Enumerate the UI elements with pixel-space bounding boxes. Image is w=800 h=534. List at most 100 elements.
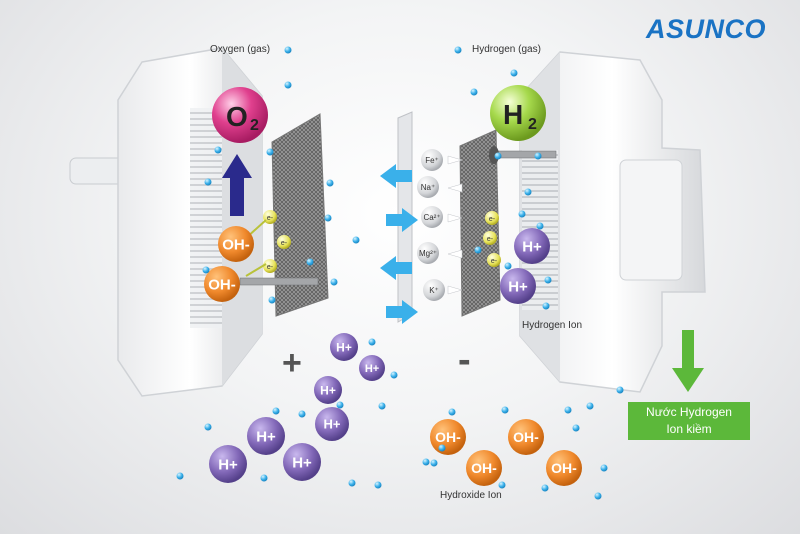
water-bubble bbox=[204, 178, 212, 186]
hydrogen-ion-label: H+ bbox=[320, 383, 336, 397]
water-bubble bbox=[541, 484, 549, 492]
minus-sign: - bbox=[458, 339, 471, 381]
water-bubble bbox=[214, 146, 222, 154]
water-bubble bbox=[202, 266, 210, 274]
mineral-ion-label: K⁺ bbox=[429, 286, 439, 295]
water-bubble bbox=[524, 188, 532, 196]
water-bubble bbox=[284, 81, 292, 89]
water-bubble bbox=[518, 210, 526, 218]
hydrogen-ion: H+ bbox=[314, 376, 342, 404]
electron-label: e- bbox=[267, 264, 274, 271]
water-bubble bbox=[616, 386, 624, 394]
cathode-hydrogen-ions: H+ H+ bbox=[500, 228, 550, 304]
result-line-1: Nước Hydrogen bbox=[646, 405, 732, 419]
plus-sign: + bbox=[282, 344, 302, 382]
hydrogen-ion-label: H+ bbox=[324, 417, 341, 432]
hydroxide-ion: OH- bbox=[508, 419, 544, 455]
mineral-ion: Ca²⁺ bbox=[421, 206, 443, 228]
hydrogen-ion-label: H+ bbox=[365, 363, 379, 375]
cathode-rod bbox=[495, 150, 557, 159]
water-bubble bbox=[544, 276, 552, 284]
water-bubble bbox=[572, 424, 580, 432]
water-bubbles bbox=[176, 46, 624, 500]
hydrogen-ion-label: H+ bbox=[218, 456, 238, 473]
water-bubble bbox=[272, 407, 280, 415]
oxygen-molecule: O 2 bbox=[212, 87, 268, 143]
brand-logo: ASUNCO bbox=[646, 14, 767, 44]
water-bubble bbox=[594, 492, 602, 500]
anode-hydroxide-ions: OH-OH- bbox=[204, 226, 254, 302]
hydrogen-ion-label: H+ bbox=[256, 428, 276, 445]
water-bubble bbox=[352, 236, 360, 244]
electron: e- bbox=[263, 259, 277, 273]
hydrogen-ion: H+ bbox=[247, 417, 285, 455]
anode-rod bbox=[239, 277, 319, 286]
water-bubble bbox=[474, 246, 482, 254]
water-bubble bbox=[374, 481, 382, 489]
hydrogen-ion: H+ bbox=[500, 268, 536, 304]
o2-symbol: O bbox=[226, 101, 248, 132]
hydrogen-ion-label: Hydrogen Ion bbox=[522, 320, 583, 331]
electron-label: e- bbox=[487, 236, 494, 243]
water-bubble bbox=[306, 258, 314, 266]
electron-label: e- bbox=[491, 258, 498, 265]
electron-label: e- bbox=[281, 240, 288, 247]
oxygen-up-arrow bbox=[222, 154, 252, 216]
hydrogen-ion-label: H+ bbox=[336, 340, 352, 354]
hydroxide-ion-label: OH- bbox=[513, 429, 539, 445]
hydroxide-ion-label: OH- bbox=[435, 429, 461, 445]
hydrogen-ion: H+ bbox=[330, 333, 358, 361]
water-bubble bbox=[448, 408, 456, 416]
water-bubble bbox=[470, 88, 478, 96]
hydrogen-ion-label: H+ bbox=[522, 238, 542, 255]
cathode-housing bbox=[519, 51, 706, 393]
electron: e- bbox=[483, 231, 497, 245]
electron: e- bbox=[485, 211, 499, 225]
electron-group: e-e-e-e-e-e- bbox=[245, 210, 501, 277]
electron-label: e- bbox=[267, 215, 274, 222]
hydroxide-ion: OH- bbox=[430, 419, 466, 455]
hydrogen-gas-label: Hydrogen (gas) bbox=[472, 44, 541, 55]
water-bubble bbox=[260, 474, 268, 482]
hydroxide-ion: OH- bbox=[546, 450, 582, 486]
water-bubble bbox=[504, 262, 512, 270]
water-bubble bbox=[536, 222, 544, 230]
hydrogen-ion-cluster: H+ H+ H+ H+ H+ H+ H+ bbox=[209, 333, 385, 483]
o2-subscript: 2 bbox=[250, 117, 259, 134]
water-bubble bbox=[298, 410, 306, 418]
water-bubble bbox=[534, 152, 542, 160]
electron: e- bbox=[263, 210, 277, 224]
mineral-ion: Na⁺ bbox=[417, 176, 439, 198]
water-bubble bbox=[348, 479, 356, 487]
result-line-2: Ion kiềm bbox=[666, 422, 712, 436]
hydrogen-molecule: H 2 bbox=[490, 85, 546, 141]
cathode-mesh bbox=[459, 129, 501, 317]
water-bubble bbox=[266, 148, 274, 156]
mineral-arrows bbox=[447, 155, 463, 295]
water-bubble bbox=[422, 458, 430, 466]
water-bubble bbox=[430, 459, 438, 467]
water-bubble bbox=[336, 401, 344, 409]
result-label: Nước Hydrogen Ion kiềm bbox=[628, 402, 750, 440]
hydrogen-ion-label: H+ bbox=[292, 454, 312, 471]
hydrogen-ion: H+ bbox=[209, 445, 247, 483]
hydroxide-ion: OH- bbox=[466, 450, 502, 486]
water-bubble bbox=[454, 46, 462, 54]
water-bubble bbox=[438, 444, 446, 452]
output-down-arrow bbox=[672, 330, 704, 392]
mineral-ion: Mg²⁺ bbox=[417, 242, 439, 264]
water-bubble bbox=[600, 464, 608, 472]
hydroxide-ion-label: OH- bbox=[551, 460, 577, 476]
mineral-ion-label: Mg²⁺ bbox=[419, 249, 437, 258]
water-bubble bbox=[326, 179, 334, 187]
hydrogen-ion-label: H+ bbox=[508, 278, 528, 295]
water-bubble bbox=[284, 46, 292, 54]
oxygen-gas-label: Oxygen (gas) bbox=[210, 44, 271, 55]
hydroxide-ion-label: OH- bbox=[222, 236, 250, 253]
electron: e- bbox=[277, 235, 291, 249]
water-bubble bbox=[330, 278, 338, 286]
flow-arrows bbox=[380, 164, 418, 324]
water-bubble bbox=[494, 152, 502, 160]
h2-symbol: H bbox=[503, 99, 523, 130]
